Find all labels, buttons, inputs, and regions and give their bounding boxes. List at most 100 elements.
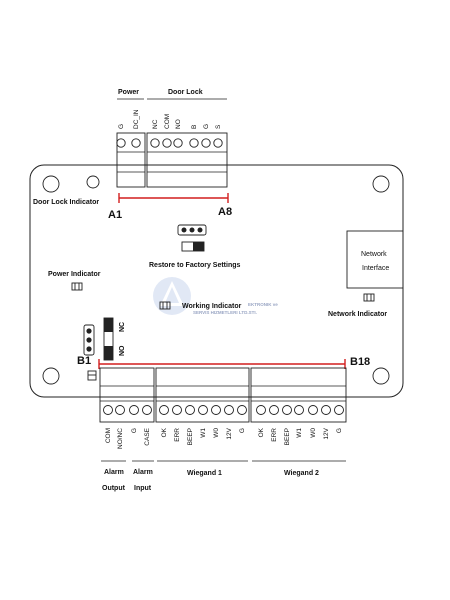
top-pin-label: NC xyxy=(152,119,159,129)
bottom-terminal-screw xyxy=(172,405,182,415)
watermark-line2: SERVIS HIZMETLERI LTD.STI. xyxy=(193,310,257,315)
alarm-input-label-1: Alarm xyxy=(133,469,153,476)
top-pin-label: S xyxy=(215,124,222,129)
nc-no-switch xyxy=(103,317,114,361)
mounting-hole-bottom-right xyxy=(372,367,390,385)
bottom-pin-label: BEEP xyxy=(187,428,194,445)
switch-nc-label: NC xyxy=(119,322,126,332)
power-indicator-led xyxy=(71,282,83,291)
bottom-pin-label: 12V xyxy=(323,427,330,439)
top-terminal-screw xyxy=(173,138,183,148)
network-interface-box xyxy=(346,230,404,289)
bottom-pin-labels: COM NO/NC G CASE OK ERR BEEP W1 W0 12V G OK ERR BEEP W… xyxy=(105,427,343,449)
restore-jumper xyxy=(177,224,207,236)
bottom-pin-label: W1 xyxy=(200,428,207,438)
top-terminal-screw xyxy=(189,138,199,148)
bottom-pin-label: ERR xyxy=(271,428,278,442)
bottom-pin-label: ERR xyxy=(174,428,181,442)
marker-b18: B18 xyxy=(350,356,370,368)
top-terminal-block-door-lock xyxy=(146,132,228,188)
top-terminal-block-power xyxy=(116,132,146,188)
power-indicator-label: Power Indicator xyxy=(48,271,101,278)
switch-no-label: NO xyxy=(119,345,126,356)
wiegand1-label: Wiegand 1 xyxy=(187,470,222,477)
top-terminal-screw xyxy=(116,138,126,148)
top-pin-label: G xyxy=(118,124,125,129)
watermark-logo xyxy=(153,277,191,315)
bottom-terminal-screw xyxy=(103,405,113,415)
bottom-terminal-screw xyxy=(129,405,139,415)
bottom-pin-label: G xyxy=(336,428,343,433)
nc-no-jumper xyxy=(83,324,95,356)
bottom-pin-label: G xyxy=(239,428,246,433)
working-indicator-led xyxy=(159,301,171,310)
top-terminal-screw xyxy=(213,138,223,148)
mounting-hole-top-right xyxy=(372,175,390,193)
bottom-terminal-screw xyxy=(142,405,152,415)
bottom-terminal-screw xyxy=(198,405,208,415)
bottom-pin-label: OK xyxy=(161,427,168,437)
top-terminal-screw xyxy=(150,138,160,148)
mounting-hole-top-left xyxy=(42,175,60,193)
bottom-pin-label: W0 xyxy=(310,428,317,438)
bottom-pin-label: OK xyxy=(258,427,265,437)
bottom-terminal-screw xyxy=(115,405,125,415)
top-pin-label: B xyxy=(191,125,198,129)
bottom-terminal-block-wiegand2 xyxy=(250,367,347,423)
bottom-terminal-screw xyxy=(256,405,266,415)
network-indicator-led xyxy=(363,293,375,302)
bottom-terminal-screw xyxy=(294,405,304,415)
network-interface-line2: Interface xyxy=(362,265,389,272)
bottom-terminal-screw xyxy=(185,405,195,415)
marker-b1: B1 xyxy=(77,355,91,367)
restore-switch xyxy=(181,241,205,252)
top-terminal-screw xyxy=(201,138,211,148)
top-pin-label: G xyxy=(203,124,210,129)
top-pin-label: DC_IN xyxy=(133,109,140,129)
alarm-indicator-led xyxy=(87,370,97,381)
power-header: Power xyxy=(118,89,139,96)
top-terminal-screws xyxy=(116,138,223,148)
top-terminal-screw xyxy=(131,138,141,148)
network-indicator-label: Network Indicator xyxy=(328,311,387,318)
bottom-pin-label: COM xyxy=(105,428,112,443)
alarm-output-label-1: Alarm xyxy=(104,469,124,476)
bottom-pin-label: CASE xyxy=(144,427,151,445)
restore-label: Restore to Factory Settings xyxy=(149,262,241,269)
door-lock-header: Door Lock xyxy=(168,89,203,96)
mounting-hole-top-left-small xyxy=(86,175,100,189)
bottom-terminal-screw xyxy=(282,405,292,415)
bottom-terminal-screws xyxy=(103,405,344,415)
top-terminal-screw xyxy=(162,138,172,148)
top-pin-label: COM xyxy=(164,114,171,129)
bottom-pin-label: G xyxy=(131,428,138,433)
bottom-terminal-screw xyxy=(237,405,247,415)
bottom-terminal-block-alarm xyxy=(99,367,155,423)
bottom-terminal-block-wiegand1 xyxy=(155,367,250,423)
bottom-pin-label: BEEP xyxy=(284,428,291,445)
bottom-pin-label: W0 xyxy=(213,428,220,438)
marker-a8: A8 xyxy=(218,206,232,218)
marker-a1: A1 xyxy=(108,209,122,221)
bottom-terminal-screw xyxy=(321,405,331,415)
bottom-terminal-screw xyxy=(334,405,344,415)
working-indicator-label: Working Indicator xyxy=(182,303,242,310)
bottom-pin-label: 12V xyxy=(226,427,233,439)
bottom-terminal-screw xyxy=(269,405,279,415)
network-interface-line1: Network xyxy=(361,251,387,258)
bottom-terminal-screw xyxy=(159,405,169,415)
bottom-pin-label: W1 xyxy=(296,428,303,438)
watermark-line1: EKTRONIK ve xyxy=(248,302,278,307)
top-pin-label: NO xyxy=(175,119,182,129)
mounting-hole-bottom-left xyxy=(42,367,60,385)
alarm-output-label-2: Output xyxy=(102,485,126,492)
bottom-terminal-screw xyxy=(308,405,318,415)
door-lock-indicator-label: Door Lock Indicator xyxy=(33,199,99,206)
bottom-pin-label: NO/NC xyxy=(117,428,124,449)
wiegand2-label: Wiegand 2 xyxy=(284,470,319,477)
bottom-terminal-screw xyxy=(224,405,234,415)
bottom-terminal-screw xyxy=(211,405,221,415)
alarm-input-label-2: Input xyxy=(134,485,152,492)
